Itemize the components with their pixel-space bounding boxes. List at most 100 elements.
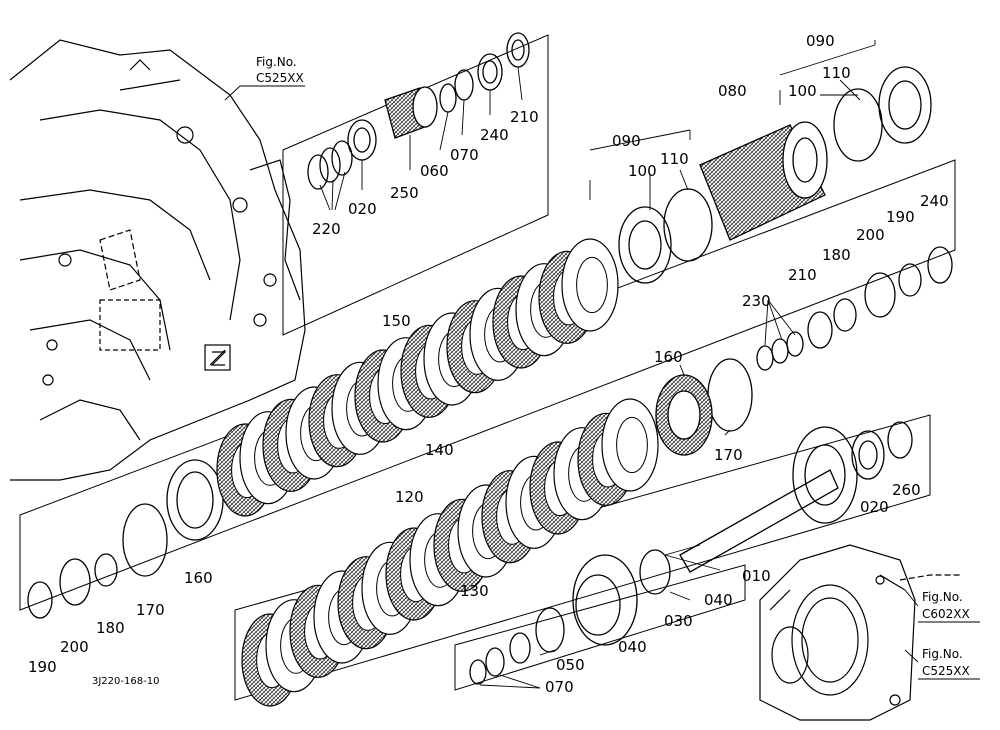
callout-150: 150 bbox=[382, 312, 411, 330]
ring-050 bbox=[509, 632, 531, 664]
ring-190 bbox=[27, 581, 53, 619]
seal-ring-220 bbox=[331, 140, 353, 176]
piston-090 bbox=[888, 80, 922, 130]
bearing-030 bbox=[639, 549, 671, 595]
bearing-020 bbox=[851, 430, 885, 480]
piston-090 bbox=[878, 66, 932, 144]
callout-070: 070 bbox=[450, 146, 479, 164]
seal-ring-230 bbox=[771, 338, 789, 364]
seal-ring-220 bbox=[307, 154, 329, 190]
piston-090 bbox=[618, 206, 672, 284]
callout-260: 260 bbox=[892, 481, 921, 499]
gear-040 bbox=[572, 554, 638, 646]
gear-040-hub bbox=[575, 574, 621, 636]
callout-090: 090 bbox=[612, 132, 641, 150]
callout-190: 190 bbox=[28, 658, 57, 676]
plate-110 bbox=[833, 88, 883, 162]
piston-090 bbox=[628, 220, 662, 270]
callout-090: 090 bbox=[806, 32, 835, 50]
bearing-020 bbox=[353, 127, 371, 153]
ring-070 bbox=[469, 659, 487, 685]
bearing-210 bbox=[807, 311, 833, 349]
clutch-drum-080-bore bbox=[792, 137, 818, 183]
callout-020: 020 bbox=[348, 200, 377, 218]
ring-190 bbox=[898, 263, 922, 297]
clutch-disc-stack-120 bbox=[241, 398, 659, 707]
callout-190: 190 bbox=[886, 208, 915, 226]
callout-030: 030 bbox=[664, 612, 693, 630]
snap-ring-060 bbox=[439, 83, 457, 113]
disc-bore bbox=[616, 416, 648, 474]
plate-160-bore bbox=[667, 390, 701, 440]
callout-110: 110 bbox=[822, 64, 851, 82]
gear-hub bbox=[804, 444, 846, 506]
callout-170: 170 bbox=[714, 446, 743, 464]
seal-ring-230 bbox=[786, 331, 804, 357]
callout-160: 160 bbox=[184, 569, 213, 587]
bearing-210 bbox=[511, 39, 525, 61]
callout-110: 110 bbox=[660, 150, 689, 168]
disc-bore bbox=[576, 256, 608, 314]
fig-ref-label: Fig.No. bbox=[922, 647, 963, 661]
callout-080: 080 bbox=[718, 82, 747, 100]
bearing-020 bbox=[858, 440, 878, 470]
callout-070: 070 bbox=[545, 678, 574, 696]
ring-070 bbox=[454, 69, 474, 101]
fig-ref-code: C525XX bbox=[256, 71, 304, 85]
lower-housing bbox=[759, 544, 960, 721]
plate-160 bbox=[166, 459, 224, 541]
callout-130: 130 bbox=[460, 582, 489, 600]
callout-120: 120 bbox=[395, 488, 424, 506]
callout-100: 100 bbox=[628, 162, 657, 180]
fig-ref-label: Fig.No. bbox=[922, 590, 963, 604]
snap-ring-170 bbox=[707, 358, 753, 432]
callout-210: 210 bbox=[788, 266, 817, 284]
callout-210: 210 bbox=[510, 108, 539, 126]
ring-070 bbox=[485, 647, 505, 677]
ring-260 bbox=[887, 421, 913, 459]
callout-240: 240 bbox=[920, 192, 949, 210]
ring-180 bbox=[94, 553, 118, 587]
callout-200: 200 bbox=[60, 638, 89, 656]
callout-170: 170 bbox=[136, 601, 165, 619]
bearing-200 bbox=[864, 272, 896, 318]
seal-ring-220 bbox=[319, 147, 341, 183]
clutch-drum-080-end bbox=[782, 121, 828, 199]
leader-lines bbox=[319, 40, 876, 689]
plate-110 bbox=[663, 188, 713, 262]
ring-180 bbox=[833, 298, 857, 332]
callout-200: 200 bbox=[856, 226, 885, 244]
plate-160-bore bbox=[176, 471, 214, 529]
callout-250: 250 bbox=[390, 184, 419, 202]
snap-ring-170 bbox=[122, 503, 168, 577]
bearing-210 bbox=[506, 32, 530, 68]
callout-040: 040 bbox=[704, 591, 733, 609]
bearing-020 bbox=[347, 119, 377, 161]
fig-ref-code: C525XX bbox=[922, 664, 970, 678]
callout-140: 140 bbox=[425, 441, 454, 459]
bearing-240 bbox=[482, 60, 498, 84]
transmission-housing bbox=[9, 39, 306, 481]
callout-060: 060 bbox=[420, 162, 449, 180]
bearing-200 bbox=[59, 558, 91, 606]
callout-020: 020 bbox=[860, 498, 889, 516]
callout-160: 160 bbox=[654, 348, 683, 366]
bearing-240 bbox=[477, 53, 503, 91]
callout-180: 180 bbox=[96, 619, 125, 637]
callout-100: 100 bbox=[788, 82, 817, 100]
clutch-disc-stack-150 bbox=[216, 238, 619, 517]
callout-180: 180 bbox=[822, 246, 851, 264]
gear-on-shaft bbox=[792, 426, 858, 524]
sleeve-250-end bbox=[412, 86, 438, 128]
parts bbox=[27, 32, 953, 685]
bearing-240 bbox=[927, 246, 953, 284]
bearing-050 bbox=[535, 607, 565, 653]
callout-240: 240 bbox=[480, 126, 509, 144]
drawing-code: 3J220-168-10 bbox=[92, 676, 159, 687]
callout-040: 040 bbox=[618, 638, 647, 656]
fig-ref-label: Fig.No. bbox=[256, 55, 297, 69]
callout-010: 010 bbox=[742, 567, 771, 585]
seal-ring-230 bbox=[756, 345, 774, 371]
